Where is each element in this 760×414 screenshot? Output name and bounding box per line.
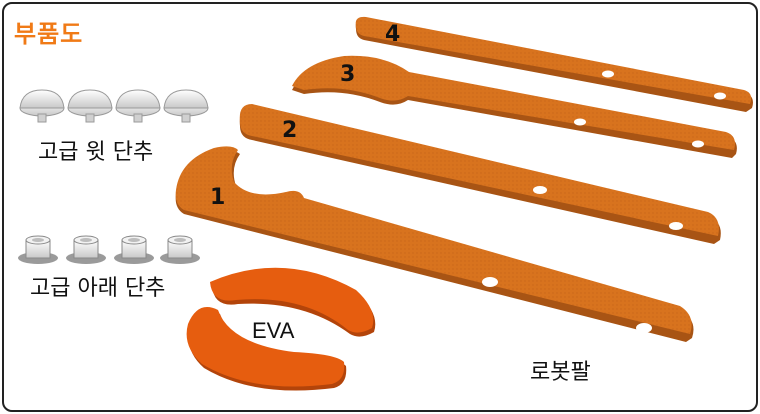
robot-arm-2 bbox=[239, 104, 721, 244]
diagram-title: 부품도 bbox=[14, 20, 84, 48]
lower-buttons-label: 고급 아래 단추 bbox=[30, 276, 166, 301]
parts-illustration bbox=[18, 16, 753, 391]
robot-arm-label: 로봇팔 bbox=[530, 360, 591, 385]
arm-number-2: 2 bbox=[282, 118, 298, 143]
robot-arm-1 bbox=[175, 146, 694, 342]
upper-buttons bbox=[19, 89, 209, 123]
robot-arm-3 bbox=[292, 55, 737, 158]
arm-number-1: 1 bbox=[210, 185, 226, 210]
lower-buttons bbox=[18, 235, 200, 264]
upper-buttons-label: 고급 윗 단추 bbox=[38, 140, 154, 165]
arm-number-4: 4 bbox=[385, 22, 401, 47]
eva-pieces bbox=[186, 267, 376, 391]
eva-label: EVA bbox=[252, 318, 295, 343]
robot-arm-4 bbox=[355, 16, 753, 113]
arm-number-3: 3 bbox=[340, 62, 356, 87]
